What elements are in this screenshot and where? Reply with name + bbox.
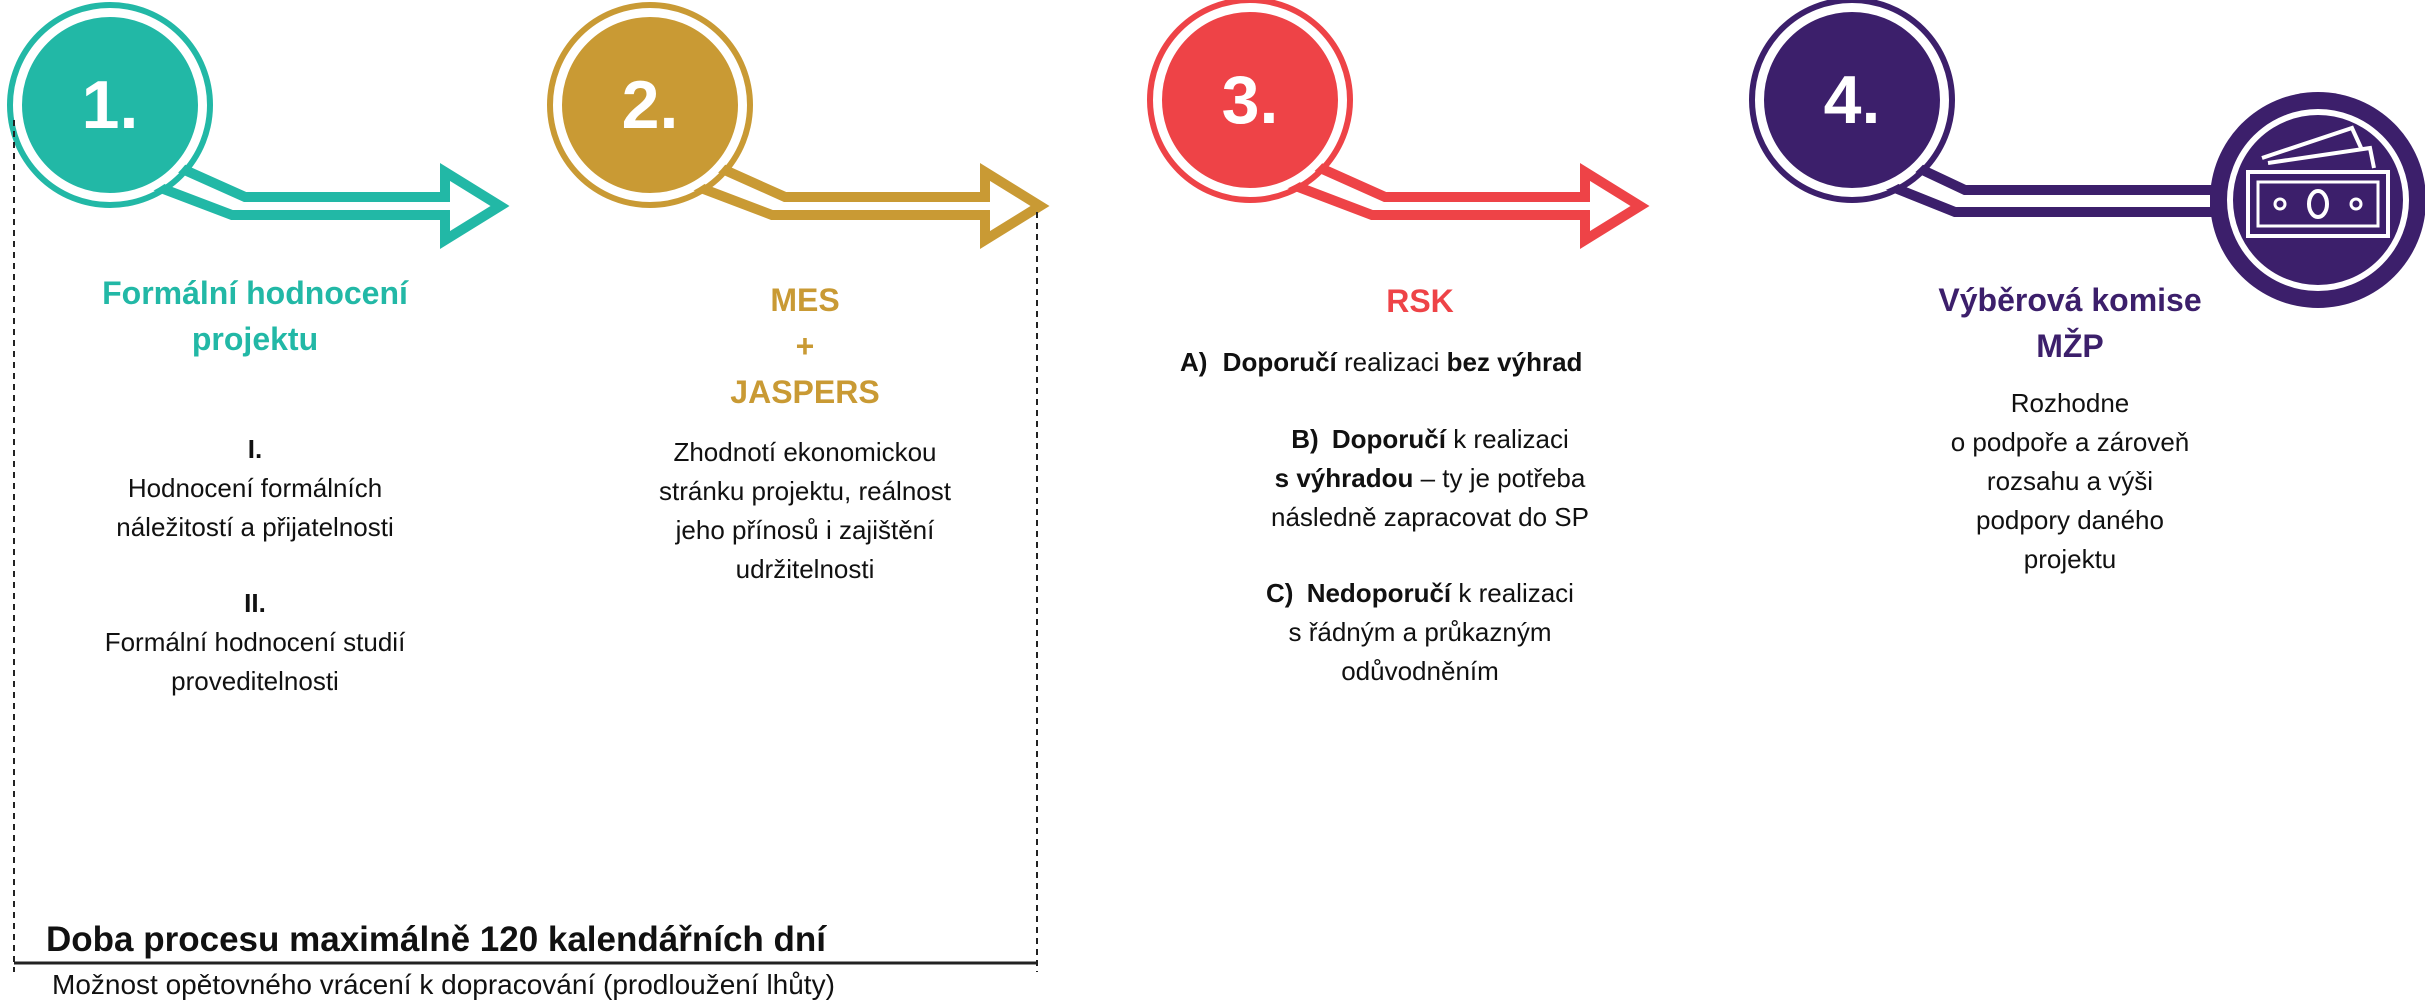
step-2-description: Zhodnotí ekonomickou stránku projektu, r… [659,437,951,584]
option-a: A) Doporučí realizaci bez výhrad [1180,347,1583,377]
step-4-number: 4. [1824,62,1881,138]
step-3-arrow [1275,142,1650,249]
step-2-arrow [675,142,1050,249]
step-4-description: Rozhodne o podpoře a zároveň rozsahu a v… [1950,388,2190,574]
step-3-title: RSK [1386,283,1454,319]
step-1-title: Formální hodnocení projektu [102,275,408,357]
step-2-circle [554,9,746,201]
step-4-circle [1756,4,1948,196]
step-3-circle [1154,4,1346,196]
step-1-number: 1. [82,67,139,143]
step-2-number: 2. [622,67,679,143]
step-1-item-2: II. Formální hodnocení studií proveditel… [104,588,406,696]
step-1-circle [14,9,206,201]
step-1-arrow [135,142,510,249]
money-bills-icon [2210,92,2425,308]
timeline-title: Doba procesu maximálně 120 kalendářních … [46,920,826,959]
timeline-note: Možnost opětovného vrácení k dopracování… [52,969,835,1000]
step-2-title: MES + JASPERS [730,282,880,410]
step-3-number: 3. [1222,62,1279,138]
option-b: B) Doporučí k realizaci s výhradou – ty … [1271,424,1589,532]
step-4-title: Výběrová komise MŽP [1938,282,2202,364]
option-c: C) Nedoporučí k realizaci s řádným a prů… [1266,578,1574,686]
step-1-item-1: I. Hodnocení formálních náležitostí a př… [116,434,394,542]
